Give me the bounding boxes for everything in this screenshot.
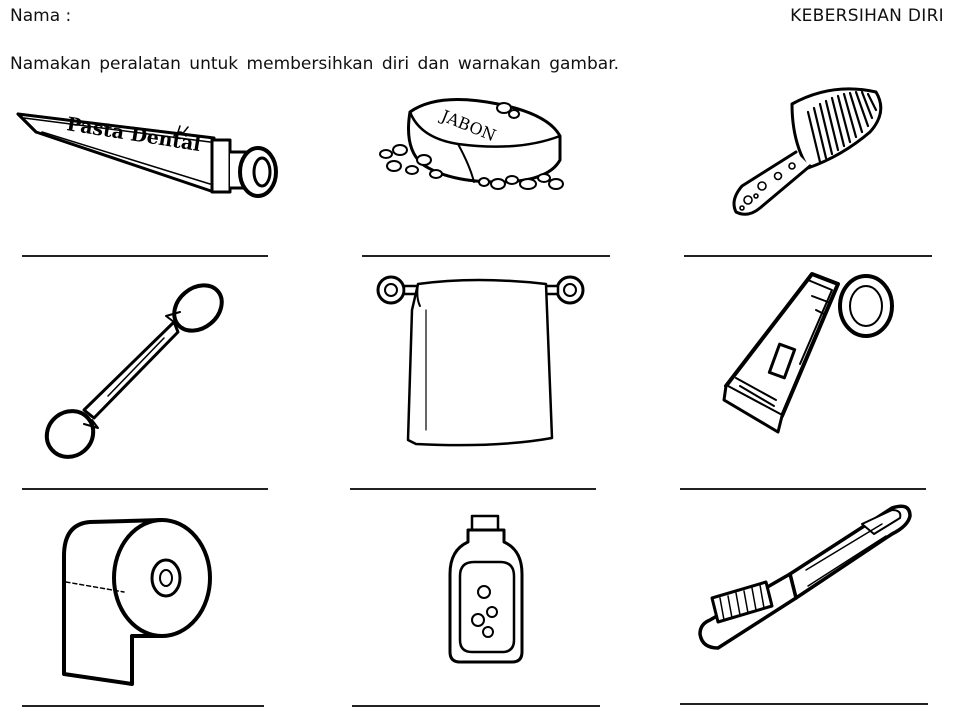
toilet-paper-icon xyxy=(58,516,214,686)
answer-line[interactable] xyxy=(680,488,926,490)
soap-icon: JABON xyxy=(378,90,574,194)
nail-clipper-icon xyxy=(716,266,896,434)
towel-icon xyxy=(376,270,586,450)
answer-line[interactable] xyxy=(680,703,928,705)
toothpaste-icon: Pasta Dental xyxy=(14,96,278,216)
answer-line[interactable] xyxy=(22,255,268,257)
name-label: Nama : xyxy=(10,6,72,26)
instruction-text: Namakan peralatan untuk membersihkan dir… xyxy=(10,54,620,74)
answer-line[interactable] xyxy=(362,255,610,257)
answer-line[interactable] xyxy=(350,488,596,490)
cotton-bud-icon xyxy=(40,278,232,464)
answer-line[interactable] xyxy=(22,705,264,707)
answer-line[interactable] xyxy=(684,255,932,257)
answer-line[interactable] xyxy=(22,488,268,490)
answer-line[interactable] xyxy=(352,705,600,707)
comb-icon xyxy=(726,82,888,220)
toothbrush-icon xyxy=(696,502,916,652)
shampoo-bottle-icon xyxy=(444,512,528,668)
worksheet-title: KEBERSIHAN DIRI xyxy=(790,6,944,26)
